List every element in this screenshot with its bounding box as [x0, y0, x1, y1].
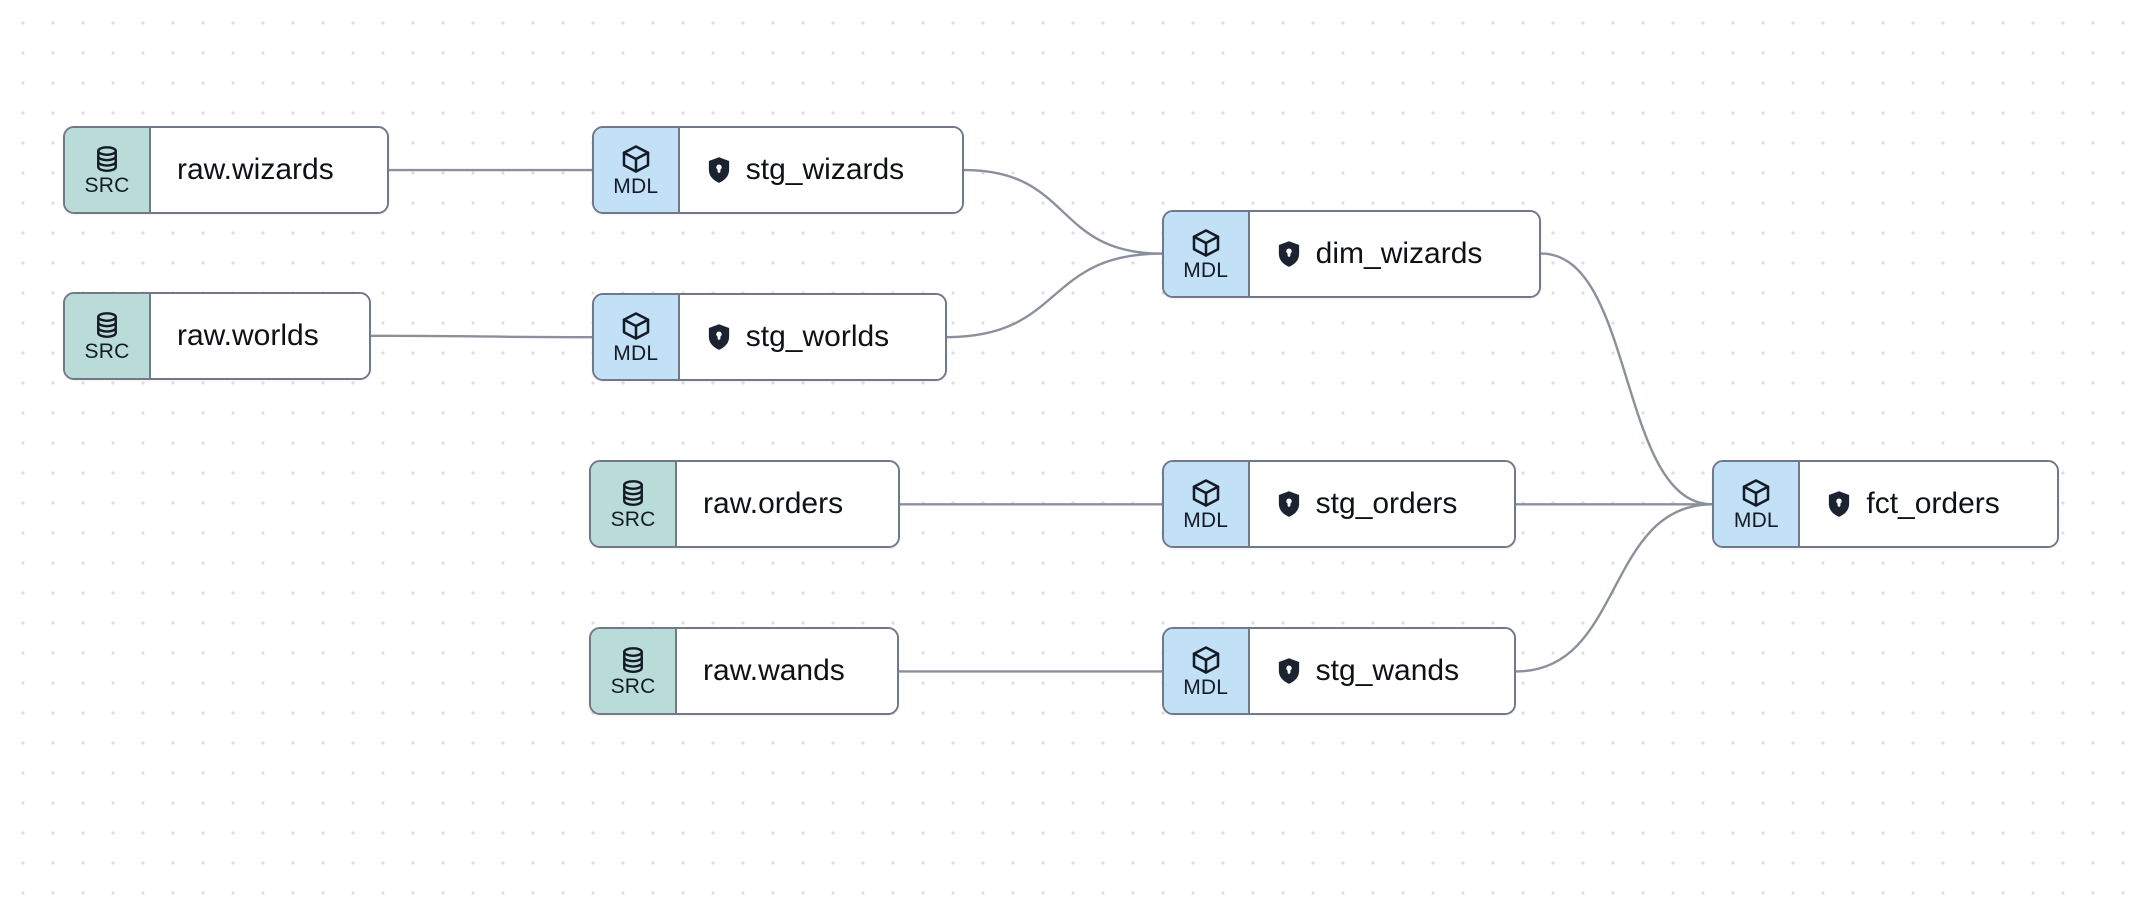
node-label: fct_orders: [1866, 487, 2000, 521]
shield-lock-icon: [1826, 490, 1852, 518]
node-body-dim_wizards[interactable]: dim_wizards: [1249, 211, 1540, 296]
node-body-raw_orders[interactable]: raw.orders: [677, 462, 898, 547]
edge-stg_worlds-to-dim_wizards: [945, 252, 1163, 339]
node-type-badge-raw_worlds: SRC: [65, 293, 151, 378]
badge-label: MDL: [1183, 258, 1229, 282]
node-type-badge-dim_wizards: MDL: [1163, 211, 1250, 296]
node-dim_wizards[interactable]: MDL dim_wizards: [1161, 209, 1542, 298]
cube-icon: [1190, 477, 1222, 509]
shield-lock-icon: [706, 156, 732, 184]
database-icon: [92, 144, 122, 174]
badge-label: MDL: [1183, 676, 1229, 700]
database-icon: [618, 645, 648, 675]
node-type-badge-raw_orders: SRC: [591, 462, 678, 547]
cube-icon: [620, 310, 652, 342]
database-icon: [618, 478, 648, 508]
edge-dim_wizards-to-fct_orders: [1539, 252, 1714, 506]
node-type-badge-stg_worlds: MDL: [593, 295, 680, 380]
badge-label: SRC: [610, 508, 656, 532]
node-fct_orders[interactable]: MDL fct_orders: [1712, 460, 2059, 549]
shield-lock-icon: [706, 323, 732, 351]
node-type-badge-raw_wizards: SRC: [65, 128, 151, 213]
shield-lock-icon: [1276, 490, 1302, 518]
badge-label: MDL: [613, 175, 659, 199]
shield-lock-icon: [1276, 657, 1302, 685]
node-raw_wands[interactable]: SRC raw.wands: [589, 627, 899, 716]
node-type-badge-stg_wands: MDL: [1163, 629, 1250, 714]
node-stg_worlds[interactable]: MDL stg_worlds: [591, 293, 947, 382]
node-label: stg_wizards: [745, 153, 905, 187]
node-body-raw_worlds[interactable]: raw.worlds: [151, 293, 370, 378]
database-icon: [92, 310, 122, 340]
badge-label: SRC: [84, 339, 130, 363]
node-label: stg_worlds: [745, 320, 890, 354]
node-body-raw_wands[interactable]: raw.wands: [677, 629, 897, 714]
node-label: stg_orders: [1315, 487, 1458, 521]
node-stg_wands[interactable]: MDL stg_wands: [1161, 627, 1517, 716]
node-label: raw.wizards: [177, 153, 334, 187]
node-stg_wizards[interactable]: MDL stg_wizards: [591, 126, 965, 215]
badge-label: MDL: [613, 342, 659, 366]
badge-label: SRC: [610, 675, 656, 699]
node-body-stg_wands[interactable]: stg_wands: [1249, 629, 1515, 714]
node-type-badge-fct_orders: MDL: [1714, 462, 1801, 547]
cube-icon: [1740, 477, 1772, 509]
edge-stg_wands-to-fct_orders: [1515, 503, 1714, 673]
node-stg_orders[interactable]: MDL stg_orders: [1161, 460, 1517, 549]
node-body-stg_wizards[interactable]: stg_wizards: [679, 128, 963, 213]
node-label: stg_wands: [1315, 654, 1460, 688]
cube-icon: [1190, 227, 1222, 259]
edge-raw_worlds-to-stg_worlds: [370, 334, 593, 339]
node-body-fct_orders[interactable]: fct_orders: [1800, 462, 2057, 547]
node-raw_worlds[interactable]: SRC raw.worlds: [63, 291, 372, 380]
node-raw_wizards[interactable]: SRC raw.wizards: [63, 126, 390, 215]
edge-stg_wizards-to-dim_wizards: [963, 168, 1163, 255]
node-label: raw.wands: [703, 654, 845, 688]
node-label: raw.worlds: [177, 318, 319, 352]
node-body-raw_wizards[interactable]: raw.wizards: [151, 128, 388, 213]
cube-icon: [620, 143, 652, 175]
node-raw_orders[interactable]: SRC raw.orders: [589, 460, 900, 549]
badge-label: MDL: [1733, 509, 1779, 533]
node-label: raw.orders: [703, 487, 844, 521]
node-type-badge-raw_wands: SRC: [591, 629, 678, 714]
badge-label: SRC: [84, 174, 130, 198]
badge-label: MDL: [1183, 509, 1229, 533]
node-body-stg_orders[interactable]: stg_orders: [1249, 462, 1515, 547]
shield-lock-icon: [1276, 240, 1302, 268]
node-body-stg_worlds[interactable]: stg_worlds: [679, 295, 945, 380]
cube-icon: [1190, 644, 1222, 676]
node-label: dim_wizards: [1315, 236, 1483, 270]
node-type-badge-stg_orders: MDL: [1163, 462, 1250, 547]
node-type-badge-stg_wizards: MDL: [593, 128, 680, 213]
